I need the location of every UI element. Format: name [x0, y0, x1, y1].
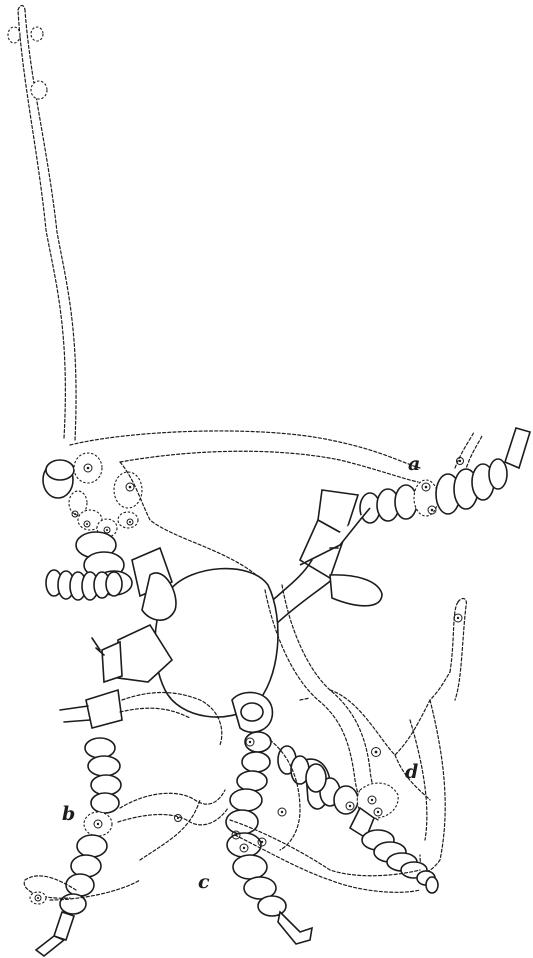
- label-b: b: [62, 803, 75, 825]
- cell-chain-b: [24, 690, 228, 956]
- label-a: a: [408, 453, 420, 475]
- label-d: d: [405, 761, 418, 783]
- left-bead-chain: [46, 570, 122, 600]
- cell-chain-c: [226, 692, 420, 944]
- cell-chain-a: [360, 428, 530, 523]
- upper-hypha: [8, 6, 76, 441]
- label-c: c: [198, 871, 210, 893]
